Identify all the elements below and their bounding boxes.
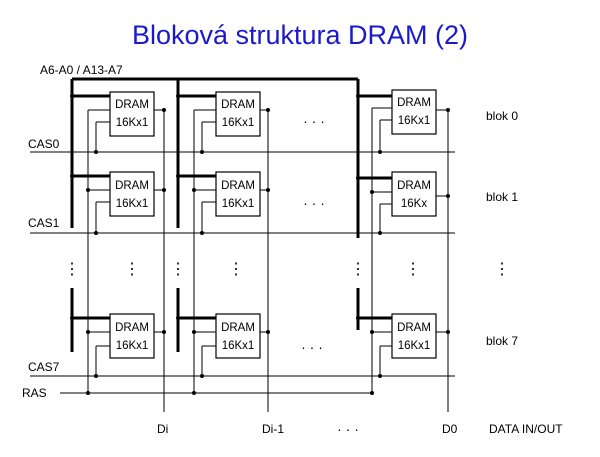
dram-chip-r1-c2 xyxy=(391,171,437,217)
chip-r1-c0-line1: DRAM xyxy=(115,180,149,192)
blok0-label: blok 0 xyxy=(486,109,518,123)
chip-r0-c1-line1: DRAM xyxy=(221,99,255,111)
chip-r7-c1-line2: 16Kx1 xyxy=(222,340,255,352)
ras-label: RAS xyxy=(22,386,47,400)
chip-r0-c1-line2: 16Kx1 xyxy=(222,117,255,129)
ellipsis-v-3: ⋮ xyxy=(170,261,186,278)
d0-label: D0 xyxy=(442,422,458,436)
chip-r1-c1-line2: 16Kx1 xyxy=(222,198,255,210)
chip-r7-c2-line2: 16Kx1 xyxy=(398,340,431,352)
ellipsis-v-1: ⋮ xyxy=(64,261,80,278)
ellipsis-row7: · · · xyxy=(301,339,323,355)
dram-chip-r0-c0 xyxy=(109,91,155,137)
di-1-label: Di-1 xyxy=(262,422,284,436)
chip-r0-c0-line2: 16Kx1 xyxy=(116,117,149,129)
cas1-label: CAS1 xyxy=(28,216,60,230)
cas0-label: CAS0 xyxy=(28,137,60,151)
chip-r1-c0-line2: 16Kx1 xyxy=(116,198,149,210)
chip-r1-c2-line2: 16Kx xyxy=(401,198,427,210)
slide-title: Bloková struktura DRAM (2) xyxy=(131,20,469,50)
chip-r0-c0-line1: DRAM xyxy=(115,99,149,111)
ellipsis-v-5: ⋮ xyxy=(350,261,366,278)
ellipsis-v-7: ⋮ xyxy=(494,261,510,278)
ellipsis-v-2: ⋮ xyxy=(124,261,140,278)
dram-chip-r0-c2 xyxy=(391,89,437,135)
chip-r1-c1-line1: DRAM xyxy=(221,180,255,192)
dram-chip-r7-c2 xyxy=(391,313,437,359)
dram-chip-r7-c1 xyxy=(215,313,261,359)
chip-r7-c1-line1: DRAM xyxy=(221,322,255,334)
data-in-out-label: DATA IN/OUT xyxy=(489,422,563,436)
ellipsis-row1: · · · xyxy=(303,195,325,211)
ellipsis-data: · · · xyxy=(337,421,359,437)
dram-chip-r7-c0 xyxy=(109,313,155,359)
chip-r1-c2-line1: DRAM xyxy=(397,180,431,192)
chip-r7-c0-line2: 16Kx1 xyxy=(116,340,149,352)
dram-chip-r0-c1 xyxy=(215,91,261,137)
di-label: Di xyxy=(157,422,168,436)
ellipsis-row0: · · · xyxy=(303,113,325,129)
ellipsis-v-4: ⋮ xyxy=(228,261,244,278)
chip-r0-c2-line2: 16Kx1 xyxy=(398,115,431,127)
blok1-label: blok 1 xyxy=(486,190,518,204)
address-bus-label: A6-A0 / A13-A7 xyxy=(40,63,123,77)
ellipsis-v-6: ⋮ xyxy=(405,261,421,278)
dram-chip-r1-c0 xyxy=(109,171,155,217)
chip-r0-c2-line1: DRAM xyxy=(397,97,431,109)
cas7-label: CAS7 xyxy=(28,360,60,374)
dram-chip-r1-c1 xyxy=(215,171,261,217)
chip-r7-c0-line1: DRAM xyxy=(115,322,149,334)
blok7-label: blok 7 xyxy=(486,334,518,348)
chip-r7-c2-line1: DRAM xyxy=(397,322,431,334)
